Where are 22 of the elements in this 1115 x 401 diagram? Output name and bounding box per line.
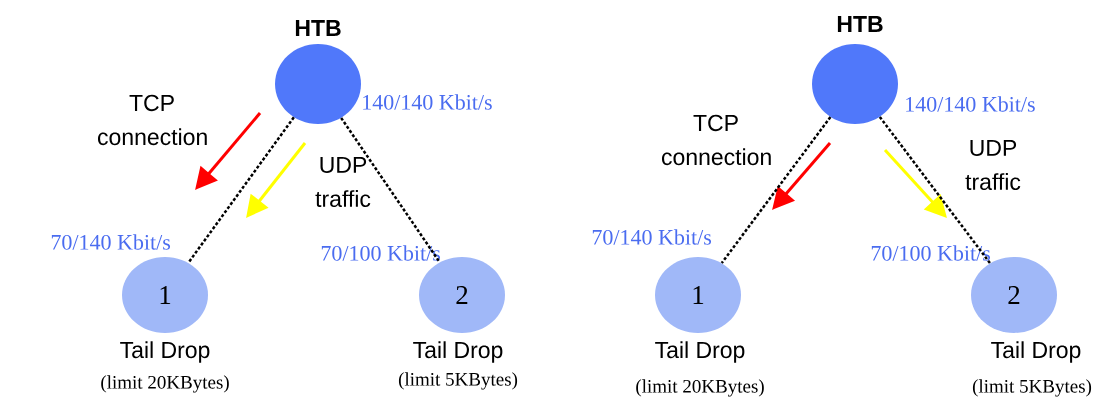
flow-label: TCP connection <box>98 94 207 146</box>
queue-label: Tail Drop <box>991 341 1081 363</box>
queue-label: Tail Drop <box>120 341 210 363</box>
dashed-line <box>187 116 295 264</box>
limit-label: (limit 5KBytes) <box>972 379 1092 397</box>
rate-label: 70/140 Kbit/s <box>51 234 171 250</box>
rate-label: 70/140 Kbit/s <box>592 229 711 245</box>
node-title: HTB <box>295 20 341 36</box>
rate-label: 140/140 Kbit/s <box>363 94 492 110</box>
rate-label: 140/140 Kbit/s <box>906 96 1035 112</box>
node-title: HTB <box>837 16 883 32</box>
dashed-line <box>878 116 992 264</box>
dashed-line <box>720 116 832 264</box>
flow-label: UDP traffic <box>965 139 1021 190</box>
flow-label: TCP connection <box>662 114 771 166</box>
dashed-line <box>340 117 441 263</box>
queue-label: Tail Drop <box>655 341 745 363</box>
limit-label: (limit 20KBytes) <box>101 375 229 393</box>
limit-label: (limit 5KBytes) <box>398 372 518 390</box>
limit-label: (limit 20KBytes) <box>636 379 764 397</box>
flow-label: UDP traffic <box>315 156 371 207</box>
queue-label: Tail Drop <box>413 341 503 363</box>
